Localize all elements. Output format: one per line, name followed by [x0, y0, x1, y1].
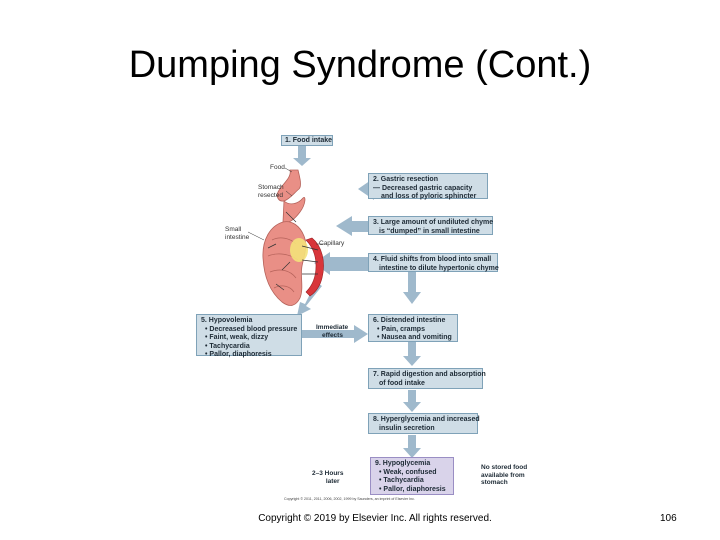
- step7-line2: of food intake: [379, 379, 425, 387]
- diagram-copyright: Copyright © 2011, 2011, 2006, 2002, 1999…: [284, 497, 415, 501]
- arrow-5-to-6: [302, 325, 368, 343]
- label-food: Food: [270, 164, 285, 172]
- leader-stomach: [285, 190, 293, 197]
- step7-box: 7. Rapid digestion and absorption of foo…: [368, 368, 486, 389]
- arrow-6-to-7: [403, 341, 421, 366]
- intestine-coil-lines: [267, 237, 299, 293]
- label-nostored-line3: stomach: [481, 479, 508, 486]
- hypertonic-fluid: [290, 238, 308, 262]
- capillary-shape: [305, 237, 324, 297]
- slide-title: Dumping Syndrome (Cont.): [128, 44, 592, 86]
- step2-line2: — Decreased gastric capacity: [373, 184, 473, 192]
- page-number: 106: [660, 513, 677, 524]
- leader-intestine: [247, 231, 265, 241]
- label-capillary-text: Capillary: [319, 240, 345, 247]
- step6-line1: 6. Distended intestine: [373, 317, 446, 324]
- step9-box: 9. Hypoglycemia • Weak, confused • Tachy…: [370, 457, 454, 495]
- step8-box: 8. Hyperglycemia and increased insulin s…: [368, 413, 480, 434]
- step2-box: 2. Gastric resection — Decreased gastric…: [368, 173, 488, 200]
- diagram-copyright-text: Copyright © 2011, 2011, 2006, 2002, 1999…: [284, 497, 415, 501]
- step5-line2: • Decreased blood pressure: [205, 325, 298, 333]
- label-hours-line1: 2–3 Hours: [312, 470, 344, 477]
- step1-text: 1. Food intake: [285, 137, 333, 144]
- label-stomach-line1: Stomach: [258, 184, 284, 191]
- step9-line3: • Tachycardia: [379, 477, 424, 484]
- step5-box: 5. Hypovolemia • Decreased blood pressur…: [196, 314, 302, 358]
- fluid-shift-arrows: [301, 245, 319, 275]
- step5-line1: 5. Hypovolemia: [201, 317, 253, 324]
- step6-line2: • Pain, cramps: [377, 325, 425, 333]
- step8-line2: insulin secretion: [379, 424, 435, 432]
- arrow-food-intake: [293, 146, 311, 166]
- step6-line3: • Nausea and vomiting: [377, 334, 452, 341]
- slide-footer: Copyright © 2019 by Elsevier Inc. All ri…: [258, 513, 492, 524]
- label-immediate-line2: effects: [322, 331, 343, 339]
- label-food-text: Food: [270, 164, 285, 171]
- step8-line1: 8. Hyperglycemia and increased: [373, 416, 480, 423]
- step2-line3: and loss of pyloric sphincter: [381, 193, 477, 200]
- step9-line4: • Pallor, diaphoresis: [379, 485, 446, 493]
- label-immediate: Immediate effects: [316, 324, 348, 339]
- step3-line1: 3. Large amount of undiluted chyme: [373, 219, 494, 226]
- label-nostored-line1: No stored food: [481, 464, 528, 471]
- step3-box: 3. Large amount of undiluted chyme is “d…: [368, 216, 493, 235]
- label-nostored-line2: available from: [481, 471, 525, 479]
- label-intestine-line2: intestine: [225, 233, 250, 241]
- movement-arrows: [267, 211, 297, 291]
- arrow-4-to-6: [403, 272, 421, 304]
- step5-line5: • Pallor, diaphoresis: [205, 351, 272, 358]
- label-no-stored-food: No stored food available from stomach: [481, 464, 527, 487]
- step5-line3: • Faint, weak, dizzy: [205, 334, 269, 341]
- step4-box: 4. Fluid shifts from blood into small in…: [368, 253, 499, 272]
- step2-line1: 2. Gastric resection: [373, 176, 438, 183]
- label-hours-later: 2–3 Hours later: [312, 470, 343, 485]
- step9-line1: 9. Hypoglycemia: [375, 460, 431, 467]
- label-stomach: Stomach resected: [258, 184, 284, 199]
- stomach-resected-shape: [282, 197, 306, 223]
- arrow-8-to-9: [403, 435, 421, 458]
- step3-line2: is “dumped” in small intestine: [379, 227, 480, 235]
- arrow-7-to-8: [403, 390, 421, 412]
- label-capillary: Capillary: [319, 240, 344, 248]
- step5-line4: • Tachycardia: [205, 342, 250, 350]
- label-intestine-line1: Small: [225, 226, 242, 233]
- step9-line2: • Weak, confused: [379, 468, 437, 476]
- step4-line1: 4. Fluid shifts from blood into small: [373, 256, 492, 263]
- stomach-illustration: [247, 167, 324, 306]
- label-immediate-line1: Immediate: [316, 324, 349, 331]
- label-stomach-line2: resected: [258, 191, 283, 199]
- small-intestine-shape: [262, 221, 307, 306]
- step1-box: 1. Food intake: [281, 135, 333, 146]
- label-small-intestine: Small intestine: [225, 226, 249, 241]
- step7-line1: 7. Rapid digestion and absorption: [373, 371, 486, 378]
- leader-food: [284, 167, 293, 173]
- label-hours-line2: later: [325, 477, 340, 485]
- step4-line2: intestine to dilute hypertonic chyme: [379, 264, 499, 272]
- step6-box: 6. Distended intestine • Pain, cramps • …: [368, 314, 458, 342]
